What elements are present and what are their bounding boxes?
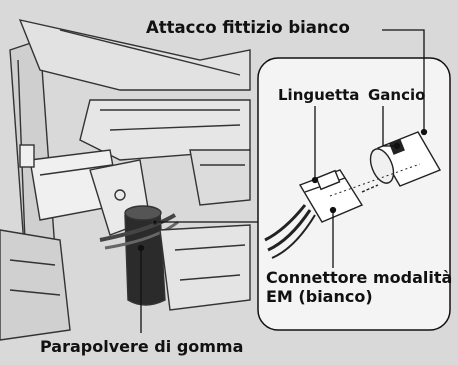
label-white-dummy-plug: Attacco fittizio bianco bbox=[146, 18, 350, 37]
callout-leaders bbox=[137, 29, 428, 333]
label-em-connector: Connettore modalità EM (bianco) bbox=[266, 268, 452, 306]
label-hook: Gancio bbox=[368, 86, 426, 104]
label-em-connector-line1: Connettore modalità bbox=[266, 268, 453, 287]
label-em-connector-line2: EM (bianco) bbox=[266, 287, 373, 306]
label-tab: Linguetta bbox=[278, 86, 360, 104]
label-rubber-dust-cover: Parapolvere di gomma bbox=[40, 337, 244, 356]
